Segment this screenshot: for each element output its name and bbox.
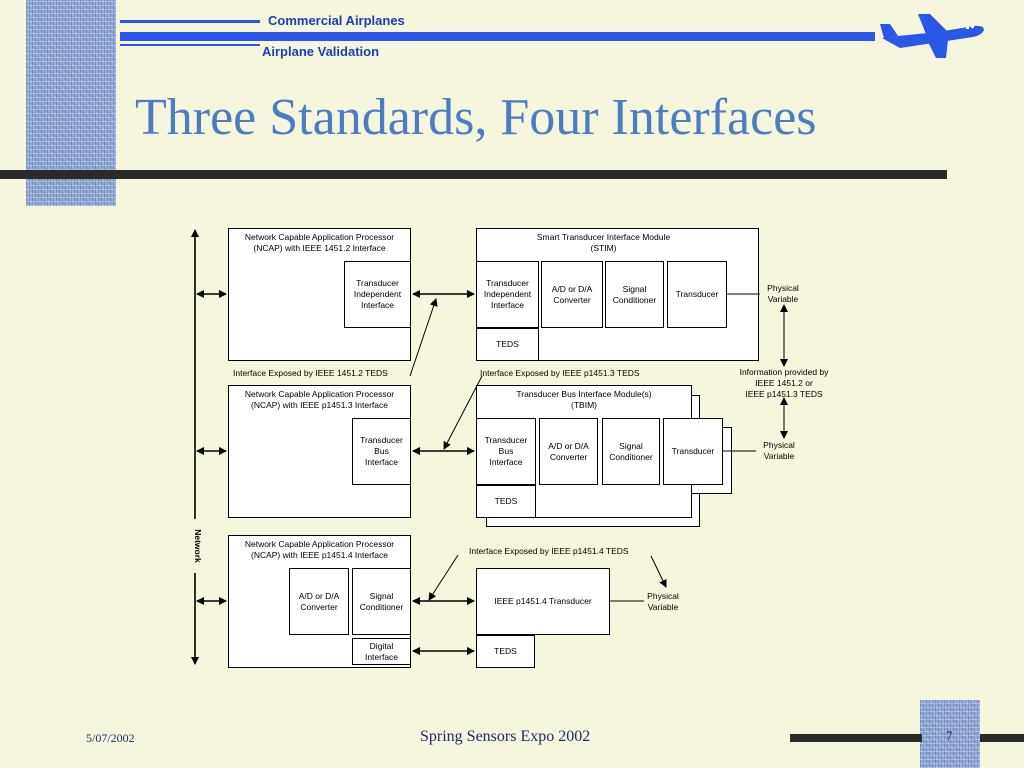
ncap-p1451-4-digital-box xyxy=(352,638,411,665)
header-dept-line: Airplane Validation xyxy=(262,44,380,59)
teds-info-note: Information provided by IEEE 1451.2 or I… xyxy=(739,367,829,399)
slide-title: Three Standards, Four Interfaces xyxy=(135,89,817,146)
stim-tii-box xyxy=(476,261,539,328)
tbim-tbi-label: Transducer Bus Interface xyxy=(484,435,528,467)
tbim-converter-label: A/D or D/A Converter xyxy=(548,440,589,462)
tbim-conditioner-box xyxy=(602,418,660,485)
p1451-4-transducer-label: IEEE p1451.4 Transducer xyxy=(494,596,592,606)
footer-bar-left xyxy=(790,734,922,742)
footer-title: Spring Sensors Expo 2002 xyxy=(420,728,591,745)
tbim-teds-box xyxy=(476,485,536,518)
stim-teds-label: TEDS xyxy=(496,339,519,349)
tbim-teds-label: TEDS xyxy=(494,496,518,506)
network-label: Network xyxy=(191,519,203,573)
stim-conditioner-box xyxy=(605,261,664,328)
stim-converter-box xyxy=(541,261,603,328)
stim-teds-box xyxy=(476,328,539,361)
header-org-line: Commercial Airplanes xyxy=(268,13,405,28)
footer-date: 5/07/2002 xyxy=(86,731,135,745)
exposed-p1451-4-label: Interface Exposed by IEEE p1451.4 TEDS xyxy=(469,546,629,556)
tbim-tbi-box xyxy=(476,418,536,485)
ncap-1451-2-tii-box xyxy=(344,261,411,328)
exposed-1451-2-label: Interface Exposed by IEEE 1451.2 TEDS xyxy=(233,368,388,378)
p1451-4-teds-label: TEDS xyxy=(494,646,517,656)
footer-bar-right xyxy=(980,734,1024,742)
tbim-converter-box xyxy=(539,418,598,485)
tbim-physical-variable: Physical Variable xyxy=(763,440,795,461)
ncap-p1451-4-conditioner-label: Signal Conditioner xyxy=(359,590,404,612)
ncap-p1451-4-converter-box xyxy=(289,568,349,635)
p1451-4-teds-box xyxy=(476,635,535,668)
stim-title: Smart Transducer Interface Module (STIM) xyxy=(536,232,671,253)
ncap-p1451-3-tbi-box xyxy=(352,418,411,485)
decorative-texture-square xyxy=(920,700,980,768)
ncap-p1451-3-tbi-label: Transducer Bus Interface xyxy=(360,435,403,467)
ncap-p1451-4-converter-label: A/D or D/A Converter xyxy=(298,590,340,612)
stim-physical-variable: Physical Variable xyxy=(767,283,799,304)
ncap-p1451-4-digital-label: Digital Interface xyxy=(364,640,399,662)
stim-transducer-box xyxy=(667,261,727,328)
ncap-p1451-4-title: Network Capable Application Processor (N… xyxy=(244,539,395,560)
ncap-p1451-4-conditioner-box xyxy=(352,568,411,635)
tbim-transducer-label: Transducer xyxy=(671,446,715,456)
p1451-4-physical-variable: Physical Variable xyxy=(647,591,679,612)
ncap-1451-2-tii-label: Transducer Independent Interface xyxy=(353,278,402,310)
tbim-transducer-box xyxy=(663,418,723,485)
exposed-p1451-3-label: Interface Exposed by IEEE p1451.3 TEDS xyxy=(480,368,640,378)
stim-converter-label: A/D or D/A Converter xyxy=(551,283,593,305)
stim-tii-label: Transducer Independent Interface xyxy=(483,278,532,310)
airplane-icon xyxy=(880,14,984,58)
stim-conditioner-label: Signal Conditioner xyxy=(612,283,657,305)
p1451-4-transducer-box xyxy=(476,568,610,635)
title-divider xyxy=(0,170,947,179)
ncap-1451-2-title: Network Capable Application Processor (N… xyxy=(244,232,395,253)
page-number: 7 xyxy=(946,728,953,743)
stim-transducer-label: Transducer xyxy=(675,289,719,299)
header-bars xyxy=(120,20,875,46)
ncap-p1451-3-title: Network Capable Application Processor (N… xyxy=(244,389,395,410)
tbim-conditioner-label: Signal Conditioner xyxy=(609,440,653,462)
tbim-title: Transducer Bus Interface Module(s) (TBIM… xyxy=(516,389,652,410)
